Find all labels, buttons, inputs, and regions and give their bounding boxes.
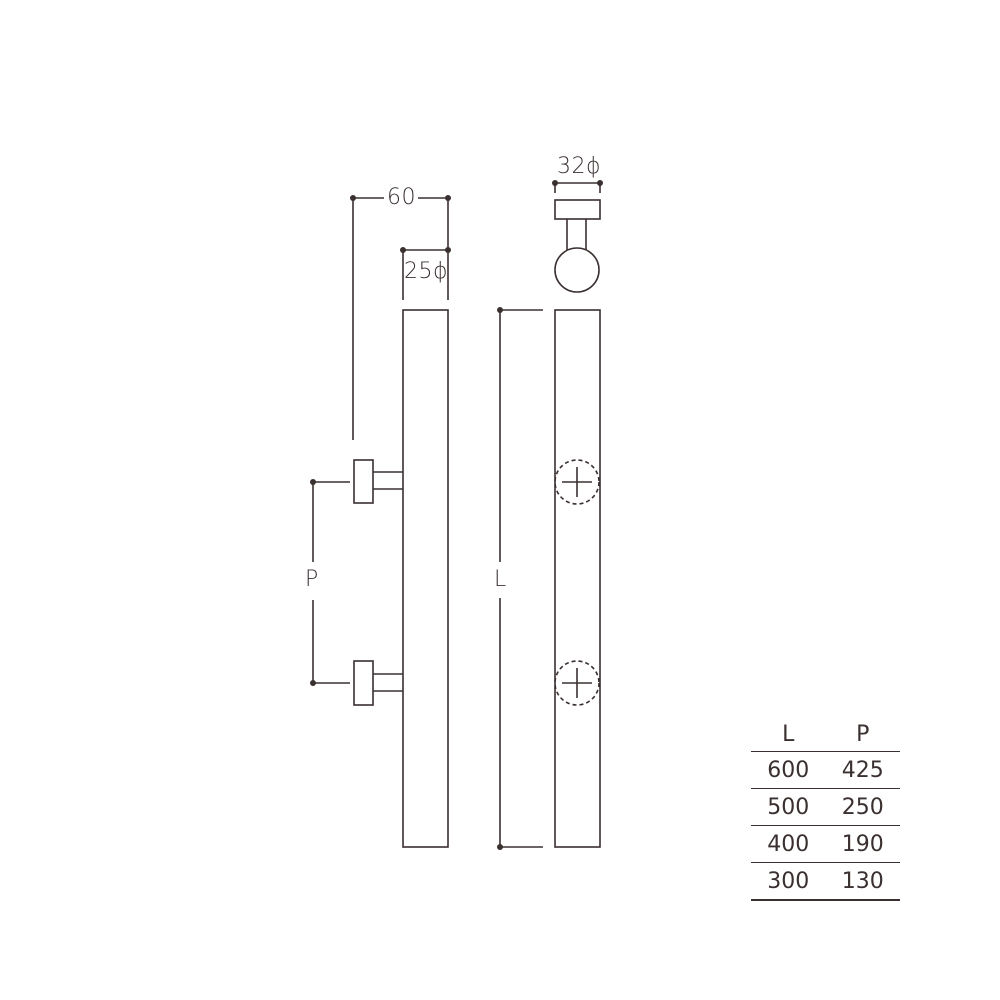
label-60: 60 [387,185,416,210]
cell-l: 400 [767,831,810,857]
dimension-60 [352,197,449,440]
dimension-32-diameter [554,182,601,193]
table-row: 500 250 [751,789,900,826]
cell-l: 600 [767,757,810,783]
dimension-l [499,309,543,848]
cell-l: 500 [767,794,810,820]
size-table: L P 600 425 500 250 400 190 300 130 [751,718,900,901]
cell-p: 190 [841,831,884,857]
dimension-dots [310,180,603,850]
size-table-header: L P [751,718,900,752]
label-l: L [494,567,507,592]
dimension-p [312,481,350,684]
table-row: 600 425 [751,752,900,789]
cell-p: 425 [841,757,884,783]
label-32-diameter: 32ϕ [557,154,602,179]
top-view [554,199,601,293]
dimension-25-diameter [402,249,449,300]
lower-mount-side [353,660,403,706]
cell-l: 300 [767,868,810,894]
table-row: 400 190 [751,826,900,863]
label-25-diameter: 25ϕ [404,259,449,284]
upper-mount-hidden-circle [554,459,600,505]
label-p: P [305,567,319,592]
cell-p: 250 [841,794,884,820]
header-p: P [856,722,870,747]
lower-mount-hidden-circle [554,660,600,706]
table-row: 300 130 [751,863,900,901]
front-view-bar [554,309,601,848]
upper-mount-side [353,459,403,504]
cell-p: 130 [841,868,884,894]
side-view-bar [402,309,449,848]
header-l: L [782,722,795,747]
